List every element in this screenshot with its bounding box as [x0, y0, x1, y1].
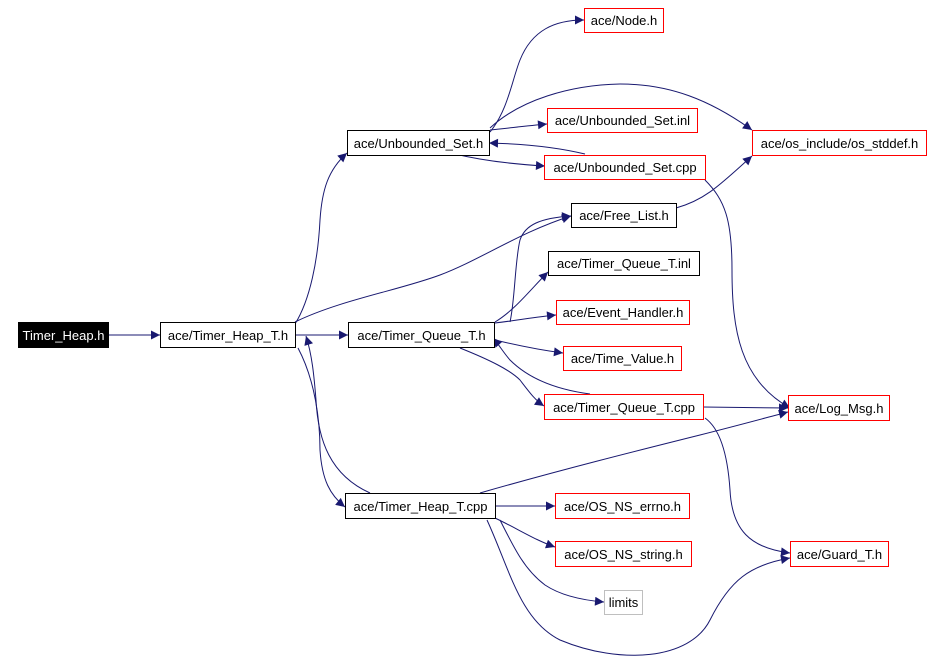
- edge-timer-queue-t-h-to-timer-queue-t-inl: [494, 271, 549, 323]
- edge-timer-queue-t-h-to-event-handler-h: [494, 311, 557, 324]
- node-timer-heap-t-h[interactable]: ace/Timer_Heap_T.h: [160, 322, 296, 348]
- edge-timer-heap-t-cpp-to-log-msg-h: [479, 409, 789, 494]
- edge-timer-heap-t-cpp-to-limits: [499, 519, 605, 606]
- edge-timer-heap-t-cpp-to-os-ns-string-h: [494, 517, 556, 549]
- node-unbounded-set-cpp[interactable]: ace/Unbounded_Set.cpp: [544, 155, 706, 180]
- edge-timer-queue-t-cpp-to-timer-queue-t-h: [492, 337, 591, 395]
- node-log-msg-h[interactable]: ace/Log_Msg.h: [788, 395, 890, 421]
- edge-timer-queue-t-h-to-free-list-h: [509, 212, 572, 323]
- edge-free-list-h-to-os-stddef-h: [675, 155, 753, 209]
- edge-unbounded-set-cpp-to-log-msg-h: [704, 179, 791, 409]
- node-os-ns-string-h[interactable]: ace/OS_NS_string.h: [555, 541, 692, 567]
- node-limits[interactable]: limits: [604, 590, 643, 615]
- edge-unbounded-set-h-to-node-h: [489, 15, 585, 133]
- node-os-ns-errno-h[interactable]: ace/OS_NS_errno.h: [555, 493, 690, 519]
- edge-timer-heap-t-to-unbounded-set-h: [294, 152, 348, 325]
- node-timer-queue-t-cpp[interactable]: ace/Timer_Queue_T.cpp: [544, 394, 704, 420]
- node-unbounded-set-inl[interactable]: ace/Unbounded_Set.inl: [547, 108, 698, 133]
- edge-unbounded-set-h-to-unbounded-set-inl: [489, 120, 548, 131]
- edge-timer-heap-t-to-free-list-h: [294, 214, 572, 323]
- edge-timer-heap-t-cpp-to-timer-heap-t: [304, 335, 371, 494]
- node-timer-queue-t-inl[interactable]: ace/Timer_Queue_T.inl: [548, 251, 700, 276]
- node-unbounded-set-h[interactable]: ace/Unbounded_Set.h: [347, 130, 490, 156]
- edge-timer-queue-t-h-to-timer-queue-t-cpp: [459, 347, 545, 407]
- node-os-stddef-h[interactable]: ace/os_include/os_stddef.h: [752, 130, 927, 156]
- edge-timer-heap-t-cpp-to-guard-t-h: [486, 519, 791, 656]
- edge-unbounded-set-h-to-os-stddef-h: [489, 83, 753, 131]
- node-time-value-h[interactable]: ace/Time_Value.h: [563, 346, 682, 371]
- edge-timer-queue-t-cpp-to-log-msg-h: [702, 403, 789, 413]
- node-timer-heap-h[interactable]: Timer_Heap.h: [18, 322, 109, 348]
- node-free-list-h[interactable]: ace/Free_List.h: [571, 203, 677, 228]
- node-node-h[interactable]: ace/Node.h: [584, 8, 664, 33]
- edge-timer-queue-t-cpp-to-guard-t-h: [704, 417, 791, 557]
- edge-timer-heap-t-to-timer-heap-t-cpp: [297, 347, 346, 508]
- node-timer-queue-t-h[interactable]: ace/Timer_Queue_T.h: [348, 322, 495, 348]
- node-guard-t-h[interactable]: ace/Guard_T.h: [790, 541, 889, 567]
- node-event-handler-h[interactable]: ace/Event_Handler.h: [556, 300, 690, 325]
- node-timer-heap-t-cpp[interactable]: ace/Timer_Heap_T.cpp: [345, 493, 496, 519]
- edge-timer-queue-t-h-to-time-value-h: [494, 339, 564, 357]
- edge-unbounded-set-cpp-to-unbounded-set-h: [488, 138, 586, 155]
